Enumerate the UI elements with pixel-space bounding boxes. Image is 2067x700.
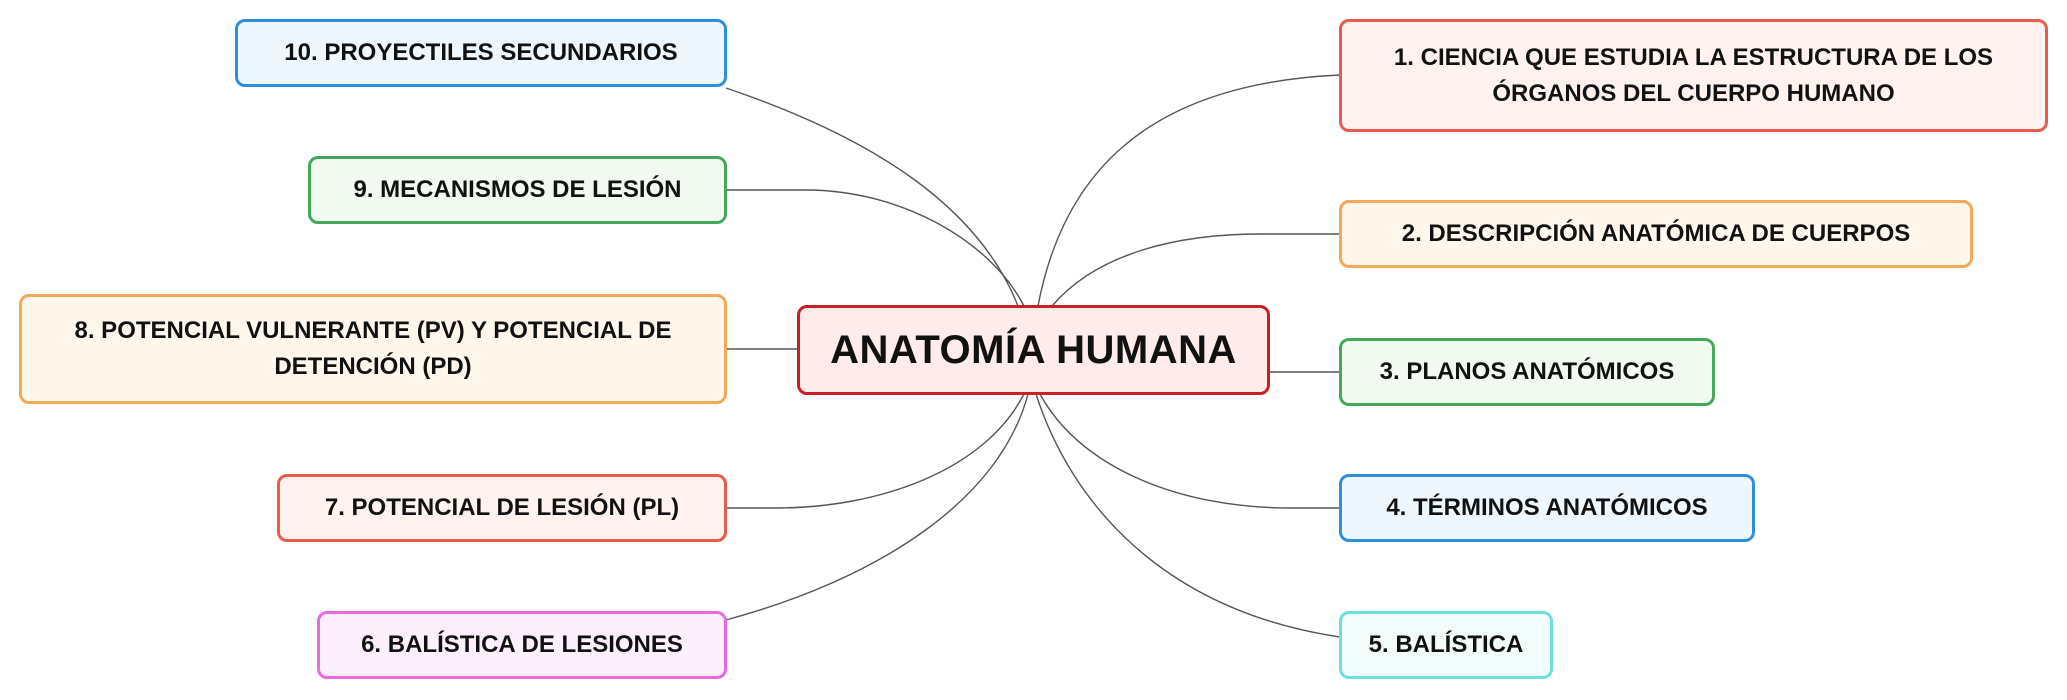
branch-6-label: 6. BALÍSTICA DE LESIONES	[361, 631, 683, 658]
branch-8-node[interactable]: 8. POTENCIAL VULNERANTE (PV) Y POTENCIAL…	[19, 294, 727, 404]
connector-branch-4	[1039, 393, 1340, 509]
connector-branch-1	[1037, 74, 1341, 307]
branch-9-node[interactable]: 9. MECANISMOS DE LESIÓN	[308, 156, 727, 224]
branch-10-node[interactable]: 10. PROYECTILES SECUNDARIOS	[235, 19, 727, 87]
branch-1-label: 1. CIENCIA QUE ESTUDIA LA ESTRUCTURA DE …	[1393, 43, 1994, 107]
branch-2-label: 2. DESCRIPCIÓN ANATÓMICA DE CUERPOS	[1401, 220, 1911, 247]
branch-3-node[interactable]: 3. PLANOS ANATÓMICOS	[1339, 338, 1715, 406]
branch-5-node[interactable]: 5. BALÍSTICA	[1339, 611, 1553, 679]
connector-branch-6	[725, 393, 1029, 621]
connector-branch-9	[726, 189, 1025, 307]
branch-6-node[interactable]: 6. BALÍSTICA DE LESIONES	[317, 611, 727, 679]
connector-branch-10	[725, 87, 1019, 307]
branch-7-node[interactable]: 7. POTENCIAL DE LESIÓN (PL)	[277, 474, 727, 542]
branch-2-node[interactable]: 2. DESCRIPCIÓN ANATÓMICA DE CUERPOS	[1339, 200, 1973, 268]
branch-3-label: 3. PLANOS ANATÓMICOS	[1379, 358, 1675, 385]
branch-7-label: 7. POTENCIAL DE LESIÓN (PL)	[324, 494, 680, 521]
central-topic[interactable]: ANATOMÍA HUMANA	[797, 305, 1270, 395]
branch-4-node[interactable]: 4. TÉRMINOS ANATÓMICOS	[1339, 474, 1755, 542]
connector-branch-5	[1035, 393, 1341, 638]
branch-5-label: 5. BALÍSTICA	[1368, 631, 1524, 658]
branch-9-label: 9. MECANISMOS DE LESIÓN	[353, 176, 682, 203]
branch-4-label: 4. TÉRMINOS ANATÓMICOS	[1386, 494, 1708, 521]
branch-8-label: 8. POTENCIAL VULNERANTE (PV) Y POTENCIAL…	[74, 317, 672, 380]
branch-10-label: 10. PROYECTILES SECUNDARIOS	[284, 39, 678, 66]
branch-1-node[interactable]: 1. CIENCIA QUE ESTUDIA LA ESTRUCTURA DE …	[1339, 19, 2048, 132]
central-topic-label: ANATOMÍA HUMANA	[830, 327, 1237, 372]
connector-branch-7	[726, 393, 1025, 509]
connector-branch-2	[1051, 233, 1340, 307]
